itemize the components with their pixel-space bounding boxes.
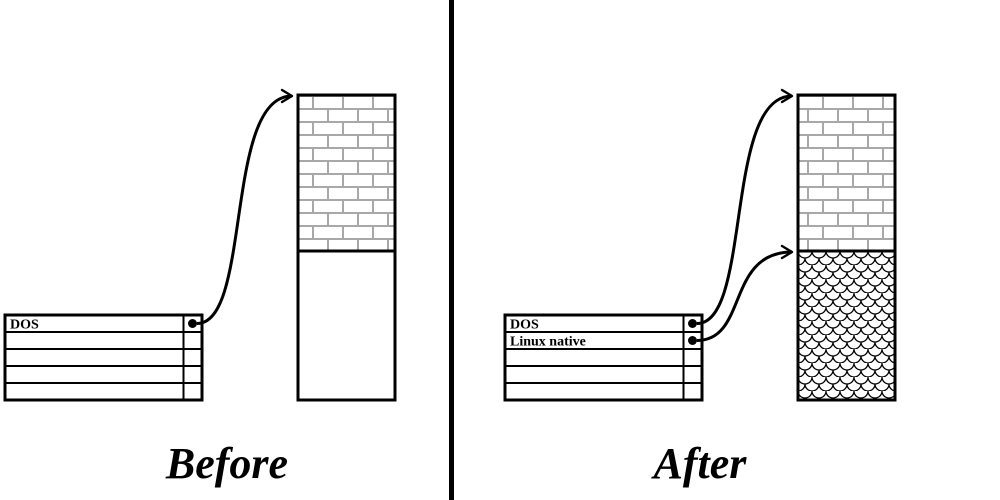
before-partition-table: DOS: [3, 313, 204, 402]
before-label: Before: [165, 439, 288, 488]
mapping-arrow-dos: [696, 88, 794, 325]
mapping-dot: [688, 319, 697, 328]
mapping-dot: [688, 336, 697, 345]
after-panel: DOS Linux native After: [503, 88, 897, 488]
partition-table-outline: [3, 313, 204, 402]
mapping-dot: [188, 319, 197, 328]
partition-row-label-dos: DOS: [10, 318, 39, 333]
after-partition-table: DOS Linux native: [503, 313, 704, 402]
mapping-arrow-linux-native: [696, 244, 794, 342]
disk-used-region-brick: [296, 93, 397, 253]
partition-row-label-dos: DOS: [510, 318, 539, 333]
after-disk: [796, 93, 897, 402]
after-label: After: [651, 439, 748, 488]
mapping-arrow-dos: [196, 88, 294, 325]
disk-used-region-brick: [796, 93, 897, 253]
partition-table-outline: [503, 313, 704, 402]
before-disk: [296, 93, 397, 402]
disk-free-region-empty: [296, 249, 397, 402]
disk-linux-region-scales: [796, 249, 897, 402]
before-panel: DOS Before: [3, 88, 397, 488]
partition-row-label-linux-native: Linux native: [510, 335, 586, 350]
